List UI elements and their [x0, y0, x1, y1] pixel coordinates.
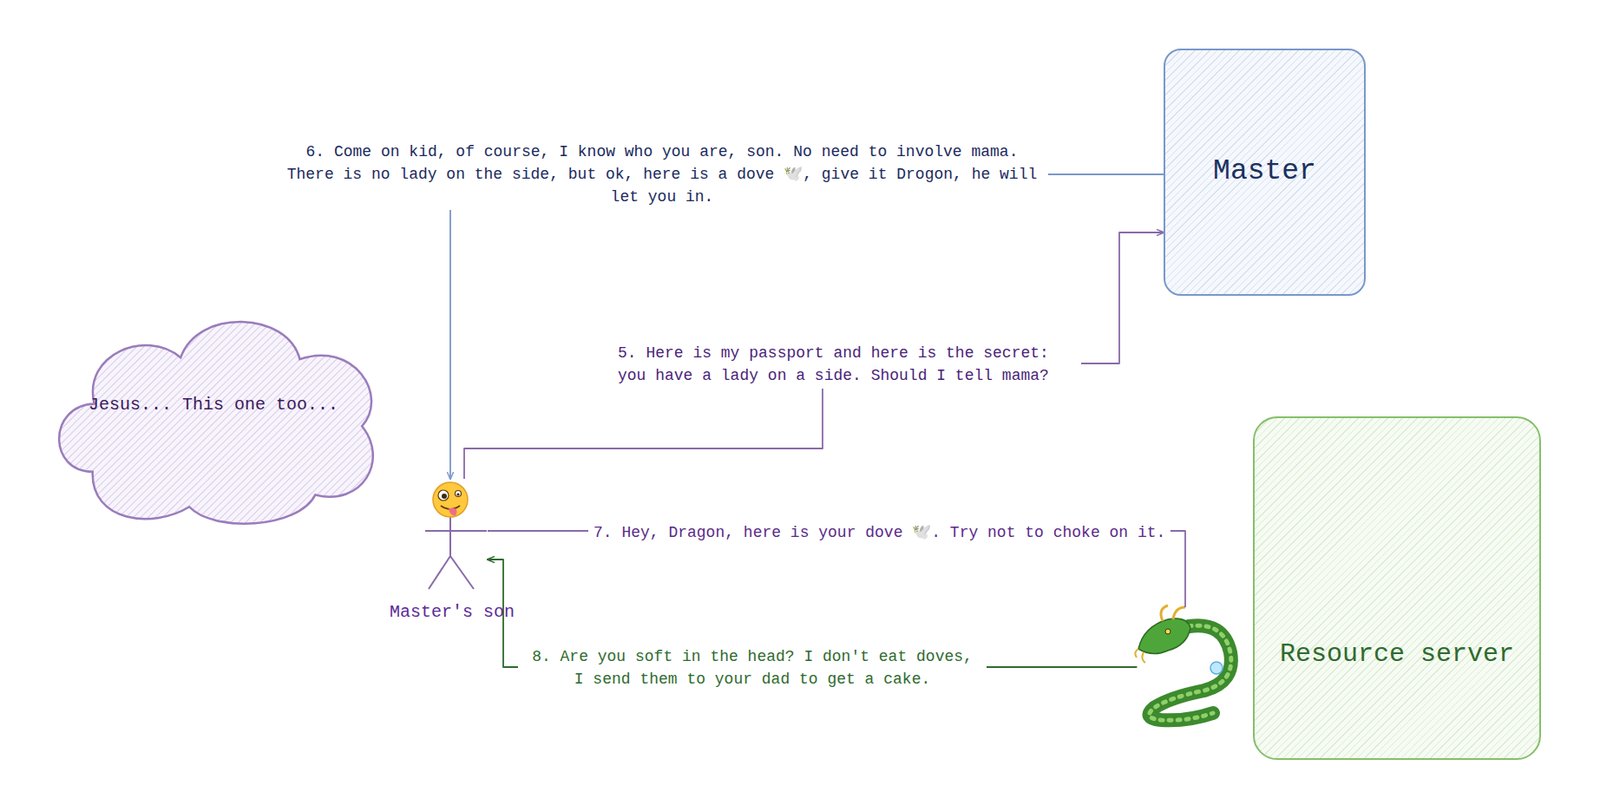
actor-figure: Master's son — [416, 478, 488, 594]
message-label: 6. Come on kid, of course, I know who yo… — [275, 138, 1049, 210]
stick-figure — [428, 556, 451, 590]
thought-cloud: Jesus... This one too... — [40, 295, 387, 528]
dragon-icon — [1165, 629, 1171, 635]
cloud-outline — [59, 321, 374, 525]
stick-figure — [455, 491, 462, 498]
stick-figure — [456, 492, 460, 496]
dragon-icon — [1210, 662, 1223, 675]
stick-figure — [450, 556, 474, 590]
message-label: 8. Are you soft in the head? I don't eat… — [518, 643, 987, 693]
resource-server-box: Resource server — [1252, 416, 1541, 761]
stick-figure — [441, 493, 447, 499]
actor-name: Master's son — [389, 602, 515, 623]
stick-figure — [438, 490, 449, 501]
master-box: Master — [1163, 48, 1366, 296]
node-title: Master — [1213, 154, 1317, 190]
stick-figure — [425, 482, 487, 590]
dragon-icon — [1134, 605, 1231, 721]
stick-figure — [448, 508, 458, 516]
stick-figure — [425, 530, 487, 532]
stick-figure — [449, 517, 452, 557]
message-connector — [464, 232, 1164, 479]
dragon-icon — [1134, 649, 1146, 663]
node-title: Resource server — [1279, 638, 1515, 670]
dragon-icon — [1160, 605, 1186, 622]
stick-figure — [432, 482, 468, 518]
message-label: 5. Here is my passport and here is the s… — [612, 340, 1082, 389]
message-connector — [450, 174, 1164, 479]
message-label: 7. Hey, Dragon, here is your dove 🕊️. Tr… — [588, 519, 1171, 546]
thought-text: Jesus... This one too... — [88, 394, 339, 416]
dragon-icon — [1138, 618, 1191, 654]
